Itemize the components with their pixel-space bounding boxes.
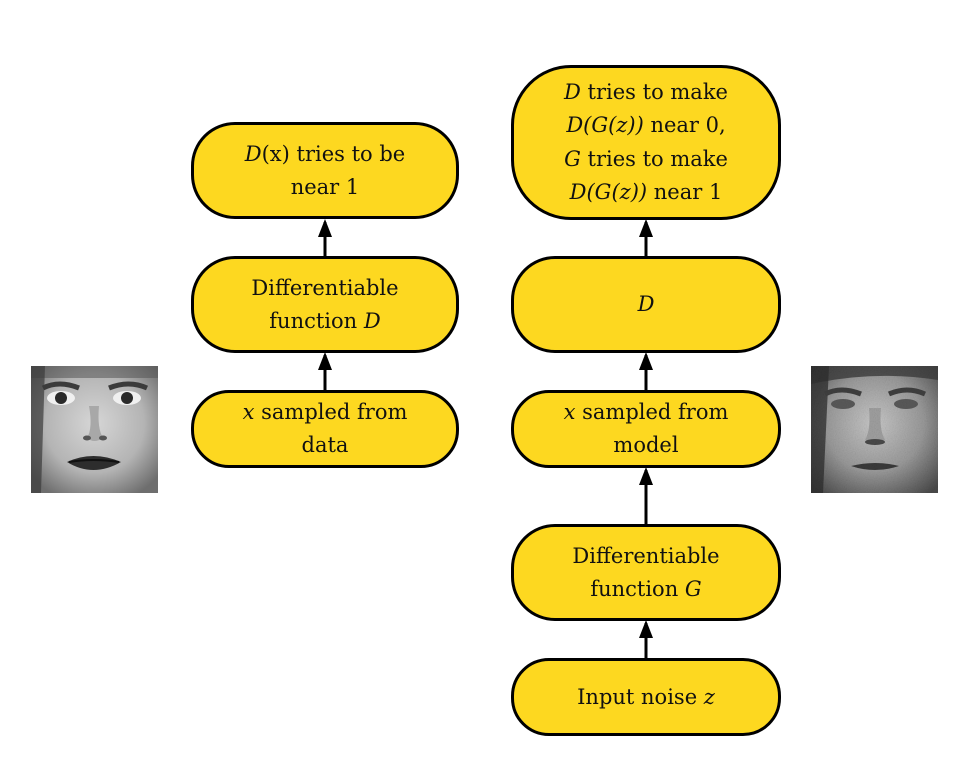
model-sample-line2: model (613, 433, 679, 457)
disc-line1: Differentiable (251, 275, 399, 300)
data-sample-node: x sampled from data (191, 390, 459, 468)
arrow-D-to-objective (639, 219, 653, 256)
objective-line4: D(G(z)) near 1 (569, 179, 723, 204)
real-output-node: D(x) tries to be near 1 (191, 122, 459, 219)
arrow-D-to-output (318, 219, 332, 256)
discriminator-node: D (511, 256, 781, 353)
input-noise-node: Input noise z (511, 658, 781, 736)
arrow-data-to-D (318, 352, 332, 390)
model-sample-line1: x sampled from (563, 400, 729, 425)
model-sample-node: x sampled from model (511, 390, 781, 468)
objective-line3: G tries to make (564, 146, 728, 171)
objective-line2: D(G(z)) near 0, (566, 113, 726, 138)
objective-line1: D tries to make (564, 80, 728, 105)
real-face-image (31, 366, 158, 493)
gen-line2: function G (590, 576, 702, 601)
data-sample-line2: data (301, 433, 349, 457)
generated-face-image (811, 366, 938, 493)
noise-label: Input noise z (577, 684, 715, 709)
generator-function-node: Differentiable function G (511, 524, 781, 621)
gen-line1: Differentiable (572, 543, 720, 568)
arrow-G-to-sample (639, 467, 653, 524)
data-sample-line1: x sampled from (242, 400, 408, 425)
arrow-sample-to-D (639, 352, 653, 390)
discriminator-function-node: Differentiable function D (191, 256, 459, 353)
arrow-noise-to-G (639, 620, 653, 658)
real-output-line2: near 1 (290, 174, 360, 199)
disc-line2: function D (269, 308, 381, 333)
discriminator-label: D (637, 292, 655, 317)
real-output-line1: D(x) tries to be (244, 141, 406, 166)
objective-node: D tries to make D(G(z)) near 0, G tries … (511, 65, 781, 220)
